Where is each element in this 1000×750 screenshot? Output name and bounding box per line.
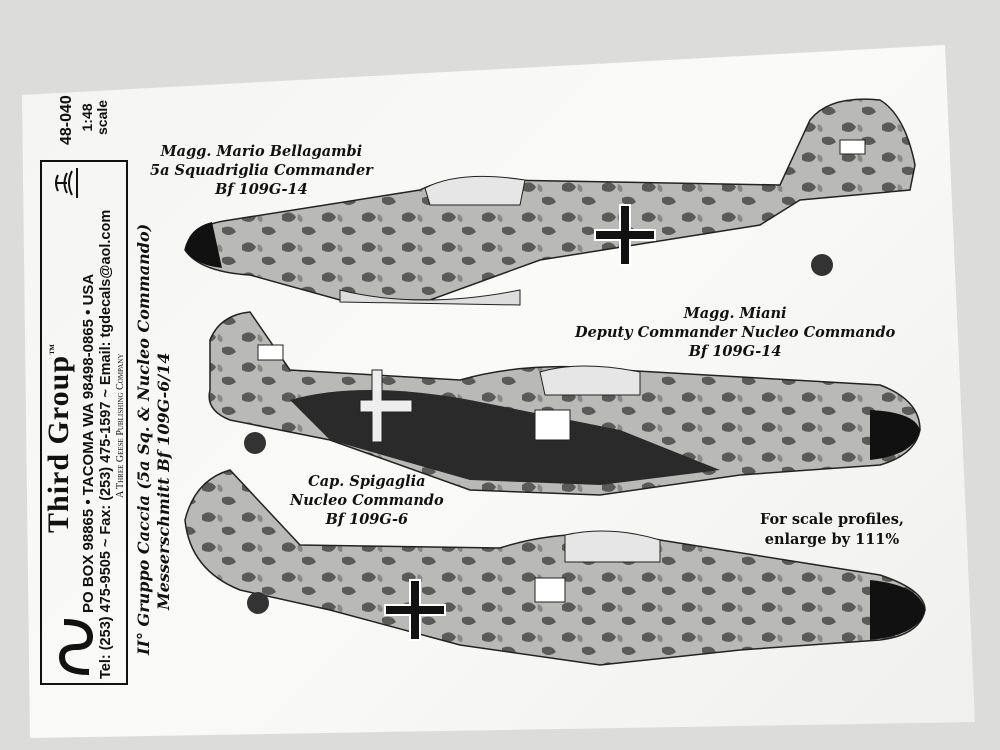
pilot-name: Cap. Spigaglia [308, 473, 426, 490]
wave-logo-icon [58, 619, 94, 675]
company-name: Third Group™ [42, 343, 76, 533]
company-address: PO BOX 98865 • TACOMA WA 98498-0865 • US… [80, 273, 97, 613]
scale-ratio: 1:48 [79, 103, 95, 132]
company-name-text: Third Group [42, 354, 75, 533]
sheet-header-block: Third Group™ PO BOX 98865 • TACOMA WA 98… [30, 90, 175, 690]
aircraft-type: Bf 109G-6 [325, 511, 409, 528]
scale-note-line1: For scale profiles, [760, 511, 904, 528]
aircraft-type: Bf 109G-14 [688, 343, 782, 360]
publisher-line: A Three Geese Publishing Company [115, 353, 126, 498]
company-box: Third Group™ PO BOX 98865 • TACOMA WA 98… [40, 160, 128, 685]
pilot-role: Nucleo Commando [290, 492, 444, 509]
sheet-title-line2: Messerschmitt Bf 109G-6/14 [154, 352, 173, 610]
aircraft-type: Bf 109G-14 [215, 181, 308, 198]
product-code: 48-040 [58, 95, 75, 145]
pilot-name: Magg. Mario Bellagambi [160, 143, 363, 160]
pilot-role: 5a Squadriglia Commander [150, 162, 373, 179]
scale-note: For scale profiles, enlarge by 111% [760, 510, 904, 550]
profile-caption-3: Cap. Spigaglia Nucleo Commando Bf 109G-6 [290, 472, 444, 529]
pilot-name: Magg. Miani [683, 305, 787, 322]
scale-note-line2: enlarge by 111% [764, 531, 900, 548]
aircraft-profile-spigaglia [184, 469, 926, 666]
aircraft-profile-bellagambi [184, 98, 916, 306]
scale-word: scale [94, 99, 110, 135]
sheet-title-line1: II° Gruppo Caccia (5a Sq. & Nucleo Comma… [134, 223, 153, 655]
profile-caption-2: Magg. Miani Deputy Commander Nucleo Comm… [575, 304, 895, 361]
profile-caption-1: Magg. Mario Bellagambi 5a Squadriglia Co… [150, 142, 373, 199]
aircraft-profile-miani [208, 311, 921, 496]
company-contact: Tel: (253) 475-9505 ~ Fax: (253) 475-159… [98, 209, 114, 679]
pilot-role: Deputy Commander Nucleo Commando [575, 324, 896, 341]
palm-island-icon [55, 168, 78, 198]
trademark: ™ [48, 342, 60, 355]
